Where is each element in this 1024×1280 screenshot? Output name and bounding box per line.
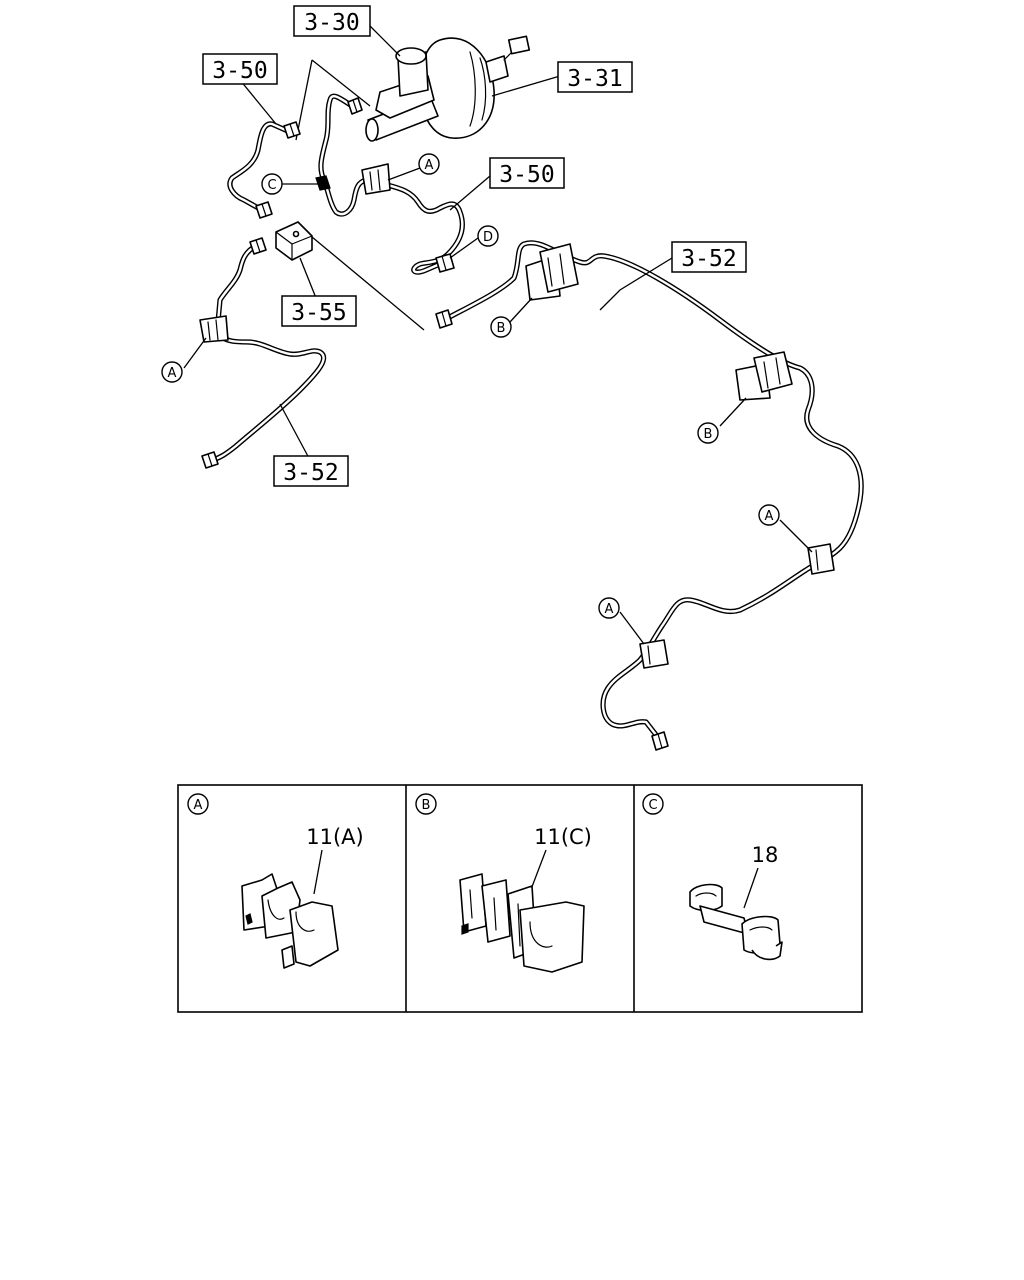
- vacuum-booster: [419, 35, 531, 139]
- callout-text: 3-30: [304, 10, 359, 36]
- callout-text: 3-52: [283, 460, 338, 486]
- marker-a-bottom: A: [598, 597, 620, 619]
- callout-booster-master-cylinder: 3-30: [293, 5, 371, 37]
- clip-a-drawing: [241, 873, 339, 969]
- pipe-clips: [199, 163, 835, 669]
- callout-text: 3-52: [681, 246, 736, 272]
- detail-panel-a: A 11(A): [187, 793, 364, 969]
- callout-pipe-front-left: 3-50: [202, 53, 278, 85]
- detail-letter: A: [194, 798, 203, 813]
- marker-b-middle: B: [697, 422, 719, 444]
- detail-panel-c: C 18: [642, 793, 783, 961]
- master-cylinder: [365, 47, 439, 142]
- marker-b-upper: B: [490, 316, 512, 338]
- leader-lines: [183, 23, 813, 645]
- detail-part-number: 18: [752, 843, 779, 867]
- detail-part-number: 11(C): [534, 825, 592, 849]
- detail-panels: [177, 784, 863, 1013]
- callout-text: 3-31: [567, 66, 622, 92]
- connector-block: [275, 221, 313, 261]
- marker-letter: A: [765, 509, 774, 524]
- marker-c-front: C: [261, 173, 283, 195]
- callout-text: 3-50: [499, 162, 554, 188]
- marker-letter: A: [425, 158, 434, 173]
- brake-pipes: [209, 93, 864, 743]
- marker-a-left: A: [161, 361, 183, 383]
- detail-panel-b: B 11(C): [415, 793, 592, 973]
- detail-part-number: 11(A): [306, 825, 363, 849]
- marker-letter: B: [497, 321, 506, 336]
- callout-text: 3-55: [291, 300, 346, 326]
- clip-b-drawing: [459, 873, 585, 973]
- marker-a-booster: A: [418, 153, 440, 175]
- callout-pipe-rear-main: 3-52: [671, 241, 747, 273]
- detail-letter: B: [422, 798, 431, 813]
- clip-c-drawing: [689, 883, 783, 961]
- marker-a-right: A: [758, 504, 780, 526]
- marker-letter: D: [483, 230, 493, 245]
- callout-pipe-front-right: 3-50: [489, 157, 565, 189]
- detail-letter: C: [648, 798, 657, 813]
- callout-pipe-front-lower: 3-52: [273, 455, 349, 487]
- pipe-fittings: [201, 97, 669, 751]
- marker-letter: A: [168, 366, 177, 381]
- callout-text: 3-50: [212, 58, 267, 84]
- marker-d: D: [477, 225, 499, 247]
- marker-letter: A: [605, 602, 614, 617]
- callout-connector-block: 3-55: [281, 295, 357, 327]
- callout-vacuum-booster: 3-31: [557, 61, 633, 93]
- marker-letter: B: [704, 427, 713, 442]
- marker-letter: C: [267, 178, 276, 193]
